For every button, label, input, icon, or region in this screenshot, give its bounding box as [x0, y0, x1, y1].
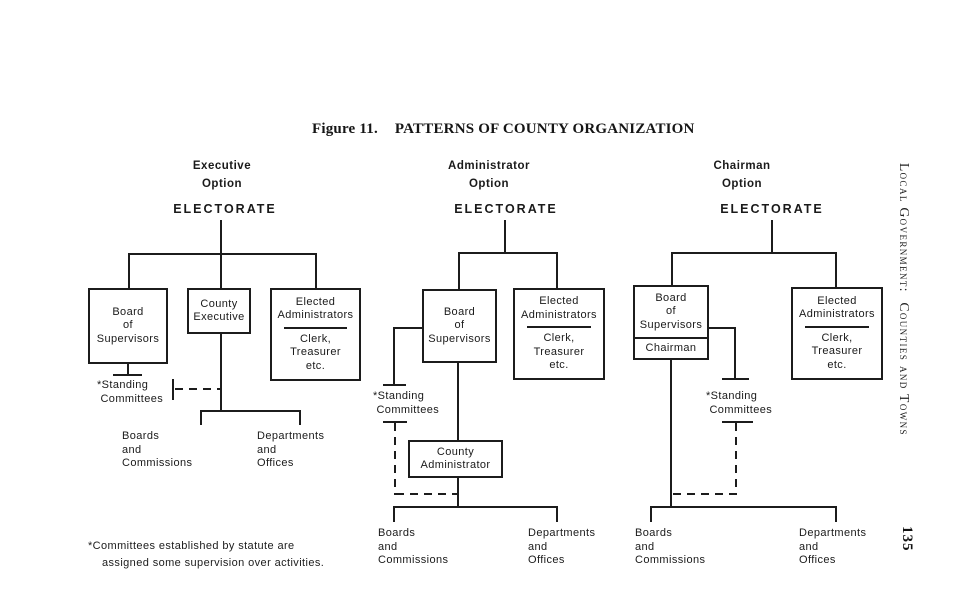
connector — [670, 360, 672, 508]
connector — [315, 253, 317, 288]
executive-option-heading: Executive Option — [192, 160, 252, 190]
connector — [394, 327, 422, 329]
elected-administrators-box: Elected Administrators Clerk, Treasurer … — [791, 287, 883, 380]
elected-administrators-label: Elected Administrators — [521, 295, 597, 321]
connector — [299, 410, 301, 425]
board-of-supervisors-box: Board of Supervisors — [422, 289, 497, 363]
connector — [722, 378, 749, 380]
connector — [172, 379, 174, 400]
connector — [458, 252, 460, 289]
connector — [556, 252, 558, 288]
administrator-electorate-label: ELECTORATE — [454, 202, 558, 216]
board-of-supervisors-chairman-box: Board of Supervisors Chairman — [633, 285, 709, 360]
connector — [200, 410, 301, 412]
county-executive-box: County Executive — [187, 288, 251, 334]
dashed-connector — [394, 423, 396, 495]
connector — [128, 253, 317, 255]
divider — [805, 325, 869, 328]
footnote-line-2: assigned some supervision over activitie… — [102, 556, 325, 569]
connector — [383, 384, 406, 386]
standing-committees-label: *Standing Committees — [373, 390, 440, 416]
connector — [200, 410, 202, 425]
divider — [635, 337, 707, 339]
figure-caption: Figure 11. PATTERNS OF COUNTY ORGANIZATI… — [312, 121, 695, 138]
dashed-connector — [175, 388, 221, 390]
connector — [722, 421, 753, 423]
figure-label: Figure 11. — [312, 121, 378, 137]
elected-administrators-box: Elected Administrators Clerk, Treasurer … — [513, 288, 605, 380]
connector — [393, 506, 558, 508]
connector — [128, 253, 130, 288]
departments-and-offices-label: Departments and Offices — [257, 430, 325, 469]
departments-and-offices-label: Departments and Offices — [528, 527, 596, 566]
connector — [835, 252, 837, 287]
footnote: *Committees established by statute are a… — [88, 538, 324, 571]
dashed-connector — [735, 423, 737, 495]
connector — [835, 506, 837, 522]
connector — [220, 220, 222, 255]
connector — [504, 220, 506, 254]
footnote-line-1: *Committees established by statute are — [88, 540, 295, 552]
chairman-label: Chairman — [645, 341, 697, 354]
connector — [556, 506, 558, 522]
connector — [650, 506, 652, 522]
dashed-connector — [396, 493, 458, 495]
connector — [127, 364, 129, 375]
county-administrator-box: County Administrator — [408, 440, 503, 478]
elected-administrators-label: Elected Administrators — [799, 294, 875, 321]
standing-committees-label: *Standing Committees — [97, 379, 164, 405]
elected-administrators-detail: Clerk, Treasurer etc. — [290, 332, 341, 372]
elected-administrators-box: Elected Administrators Clerk, Treasurer … — [270, 288, 361, 381]
chairman-electorate-label: ELECTORATE — [720, 202, 824, 216]
connector — [457, 478, 459, 508]
connector — [671, 252, 673, 285]
page-number: 135 — [899, 526, 915, 552]
standing-committees-label: *Standing Committees — [706, 390, 773, 416]
elected-administrators-label: Elected Administrators — [277, 295, 354, 322]
connector — [671, 252, 837, 254]
connector — [220, 334, 222, 412]
divider — [284, 326, 347, 329]
chairman-option-heading: Chairman Option — [713, 160, 771, 190]
county-executive-label: County Executive — [193, 297, 245, 324]
connector — [709, 327, 736, 329]
executive-electorate-label: ELECTORATE — [173, 202, 277, 216]
administrator-option-heading: Administrator Option — [448, 160, 530, 190]
connector — [734, 327, 736, 380]
board-of-supervisors-label: Board of Supervisors — [96, 305, 160, 345]
running-head: Local Government: Counties and Towns — [897, 163, 912, 436]
departments-and-offices-label: Departments and Offices — [799, 527, 867, 566]
dashed-connector — [673, 493, 735, 495]
connector — [650, 506, 837, 508]
boards-and-commissions-label: Boards and Commissions — [378, 527, 449, 566]
figure-title: PATTERNS OF COUNTY ORGANIZATION — [394, 121, 695, 137]
board-of-supervisors-box: Board of Supervisors — [88, 288, 168, 364]
connector — [220, 253, 222, 288]
connector — [393, 506, 395, 522]
connector — [771, 220, 773, 254]
connector — [383, 421, 407, 423]
connector — [113, 374, 142, 376]
connector — [393, 327, 395, 386]
elected-administrators-detail: Clerk, Treasurer etc. — [811, 331, 863, 371]
boards-and-commissions-label: Boards and Commissions — [122, 430, 193, 469]
county-administrator-label: County Administrator — [420, 445, 491, 472]
board-of-supervisors-label: Board of Supervisors — [639, 291, 703, 331]
boards-and-commissions-label: Boards and Commissions — [635, 527, 706, 566]
elected-administrators-detail: Clerk, Treasurer etc. — [533, 332, 585, 372]
connector — [457, 363, 459, 440]
connector — [458, 252, 558, 254]
board-of-supervisors-label: Board of Supervisors — [428, 305, 491, 345]
divider — [527, 326, 591, 329]
